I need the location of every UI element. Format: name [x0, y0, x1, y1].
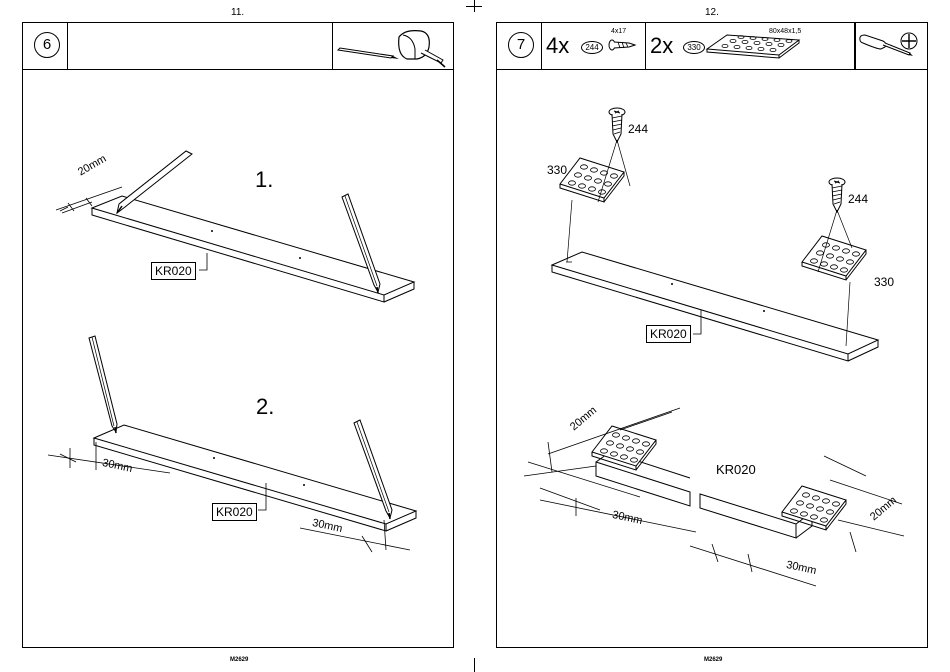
screw-label-244-b: 244: [848, 192, 868, 206]
screw-label-244-a: 244: [628, 122, 648, 136]
plate-label-330-b: 330: [874, 275, 894, 289]
plate-label-330-a: 330: [547, 163, 567, 177]
shelf-board-assembled-detail: [524, 408, 904, 586]
part-label-kr020-detail: KR020: [716, 462, 756, 477]
shelf-board-exploded: [552, 108, 878, 361]
part-label-kr020-top: KR020: [646, 325, 691, 343]
footer-code-right: M2629: [704, 657, 722, 663]
